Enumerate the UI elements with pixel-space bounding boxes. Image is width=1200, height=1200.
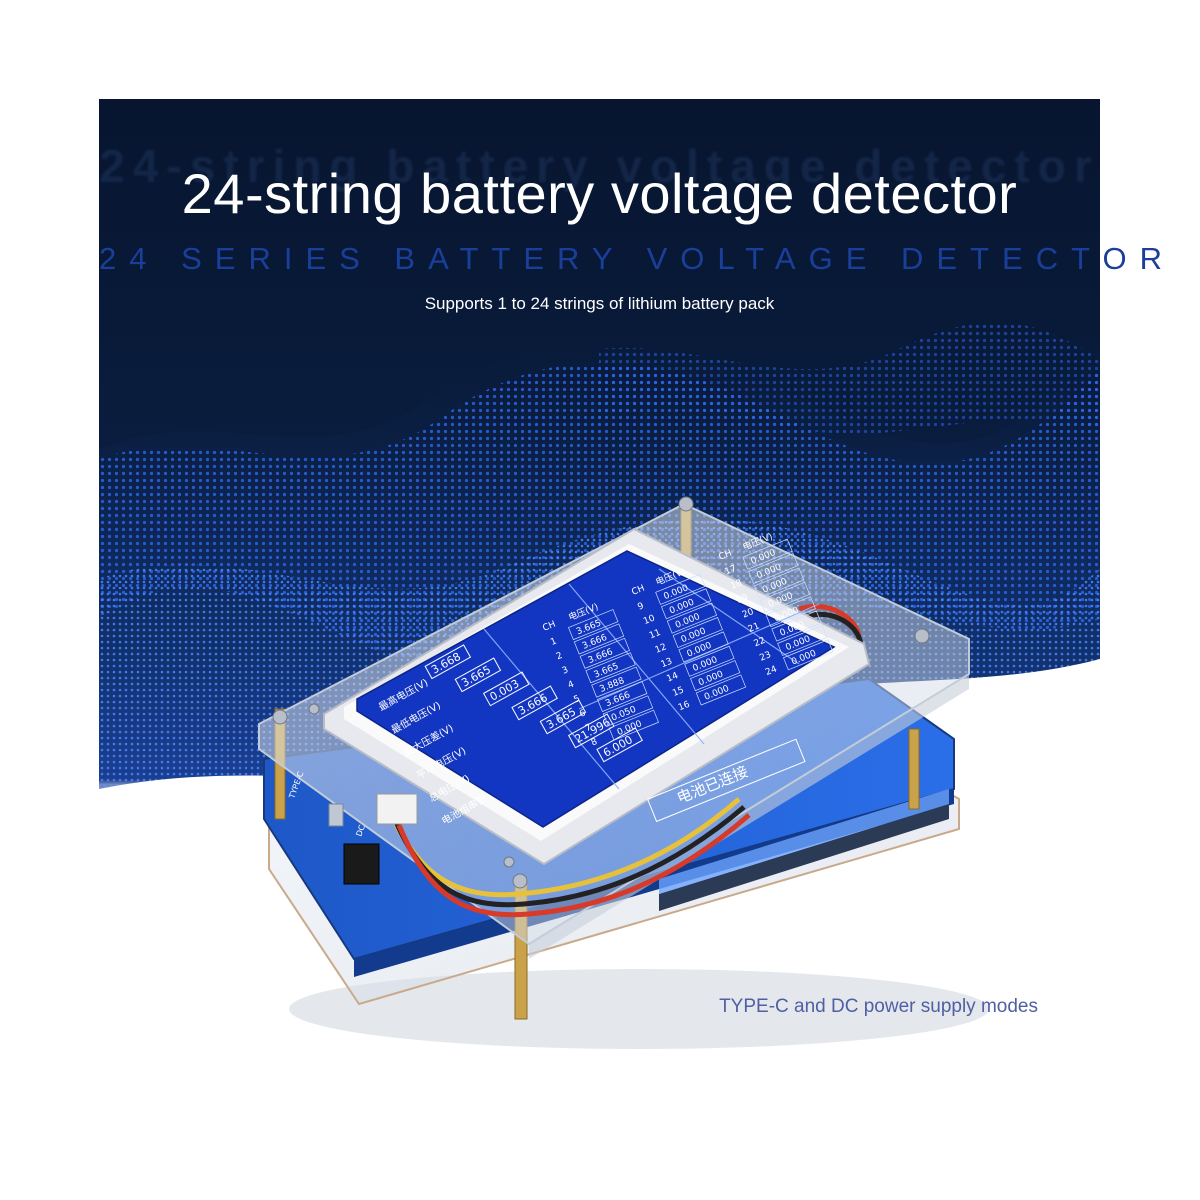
battery-detector-device: 最高电压(V) 最低电压(V) 最大压差(V) 平均电压(V) 总电压(V) 电…: [258, 496, 989, 1049]
screen-ch-22: 22: [753, 636, 767, 650]
screen-ch-17: 17: [724, 564, 738, 578]
screen-volt-box-21: [765, 596, 816, 628]
title-echo: 24-string battery voltage detector: [99, 140, 1100, 192]
subtitle-english: 24 SERIES BATTERY VOLTAGE DETECTOR: [99, 241, 1175, 276]
screen-ch-9: 9: [636, 601, 645, 613]
screen-ch-5: 5: [572, 694, 581, 705]
screen-volt-box-7: [602, 695, 654, 727]
screen-ch-1: 1: [549, 636, 558, 647]
screen-volt-box-19: [753, 567, 805, 599]
screen-volt-box-18: [748, 553, 799, 585]
screen-ch-19: 19: [735, 593, 750, 607]
screen-ch-10: 10: [642, 613, 657, 627]
screen-ch-6: 6: [578, 708, 587, 720]
screen-ch-23: 23: [758, 650, 772, 664]
board-label-dc: DC: [354, 823, 367, 838]
screen-ch-11: 11: [648, 628, 662, 642]
screen-ch-20: 20: [741, 607, 756, 621]
screen-volt-box-12: [672, 617, 723, 648]
screen-header-ch-3: CH: [718, 548, 734, 562]
product-banner: 24-string battery voltage detector 24-st…: [99, 99, 1175, 1100]
screen-ch-21: 21: [747, 621, 761, 635]
page-title: 24-string battery voltage detector: [181, 162, 1018, 225]
screen-volt-box-16: [695, 674, 747, 706]
screen-volt-box-15: [690, 660, 741, 692]
screen-ch-4: 4: [567, 679, 576, 691]
screen-volt-box-13: [678, 631, 729, 663]
screen-volt-box-6: [597, 680, 648, 712]
screen-ch-13: 13: [660, 657, 674, 671]
screen-ch-7: 7: [584, 723, 593, 734]
screen-header-ch-2: CH: [630, 584, 646, 598]
screen-ch-24: 24: [764, 664, 779, 678]
screen-volt-box-1: [568, 609, 619, 641]
screen-header-ch-1: CH: [541, 620, 557, 634]
screen-ch-8: 8: [590, 737, 599, 749]
screen-volt-box-2: [573, 623, 625, 655]
screen-volt-box-22: [771, 610, 822, 642]
screen-ch-16: 16: [677, 700, 692, 714]
screen-volt-box-4: [585, 652, 636, 684]
screen-volt-box-23: [777, 624, 828, 656]
pin-header: [659, 789, 949, 911]
screen-volt-box-8: [608, 709, 659, 741]
screen-volt-box-24: [782, 639, 834, 671]
support-text: Supports 1 to 24 strings of lithium batt…: [424, 294, 775, 313]
screen-ch-14: 14: [665, 671, 680, 685]
screen-ch-2: 2: [555, 651, 564, 662]
screen-volt-box-17: [742, 538, 793, 570]
screen-ch-3: 3: [561, 665, 570, 676]
screen-volt-box-14: [684, 645, 735, 677]
screen-ch-15: 15: [671, 685, 685, 699]
screen-ch-12: 12: [654, 642, 668, 656]
screen-ch-18: 18: [729, 578, 744, 592]
screen-volt-box-10: [661, 588, 712, 620]
power-supply-text: TYPE-C and DC power supply modes: [719, 996, 1038, 1017]
screen-volt-box-5: [591, 666, 642, 698]
screen-volt-box-11: [666, 602, 718, 634]
screen-volt-box-9: [655, 573, 706, 605]
screen-volt-box-3: [579, 637, 630, 669]
screen-volt-box-20: [759, 581, 811, 613]
